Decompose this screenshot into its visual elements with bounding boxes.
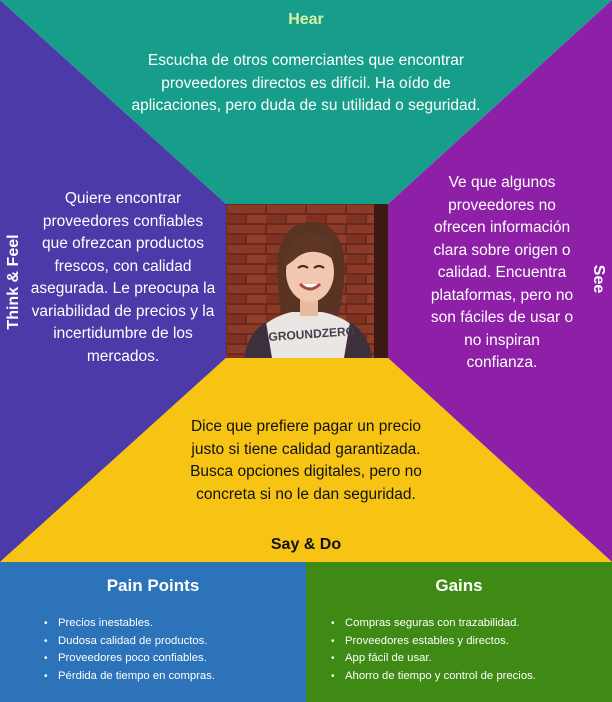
pain-point-item: Pérdida de tiempo en compras.	[44, 668, 215, 686]
say-do-text: Dice que prefiere pagar un precio justo …	[190, 418, 422, 503]
see-quadrant	[388, 0, 612, 562]
think-feel-text: Quiere encontrar proveedores confiables …	[30, 190, 216, 365]
pain-point-item: Precios inestables.	[44, 615, 215, 633]
hear-quadrant	[0, 0, 612, 204]
pain-points-title: Pain Points	[106, 576, 200, 595]
persona-photo: GROUNDZERO	[226, 204, 388, 358]
think-feel-title: Think & Feel	[5, 234, 22, 330]
gains-list: Compras seguras con trazabilidad.Proveed…	[331, 615, 536, 685]
think-feel-quadrant	[0, 0, 226, 562]
say-do-title: Say & Do	[270, 536, 342, 553]
pain-point-item: Dudosa calidad de productos.	[44, 633, 215, 651]
shirt-print-text: GROUNDZERO	[268, 324, 355, 344]
gain-item: App fácil de usar.	[331, 650, 536, 668]
see-text: Ve que algunos proveedores no ofrecen in…	[430, 174, 574, 371]
gain-item: Compras seguras con trazabilidad.	[331, 615, 536, 633]
pain-point-item: Proveedores poco confiables.	[44, 650, 215, 668]
hear-title: Hear	[288, 11, 324, 28]
pain-points-list: Precios inestables.Dudosa calidad de pro…	[44, 615, 215, 685]
see-title: See	[590, 264, 607, 294]
gains-title: Gains	[435, 576, 483, 595]
gain-item: Proveedores estables y directos.	[331, 633, 536, 651]
persona-photo-image: GROUNDZERO	[226, 204, 388, 358]
hear-text: Escucha de otros comerciantes que encont…	[131, 52, 481, 114]
say-do-quadrant	[0, 358, 612, 562]
gain-item: Ahorro de tiempo y control de precios.	[331, 668, 536, 686]
